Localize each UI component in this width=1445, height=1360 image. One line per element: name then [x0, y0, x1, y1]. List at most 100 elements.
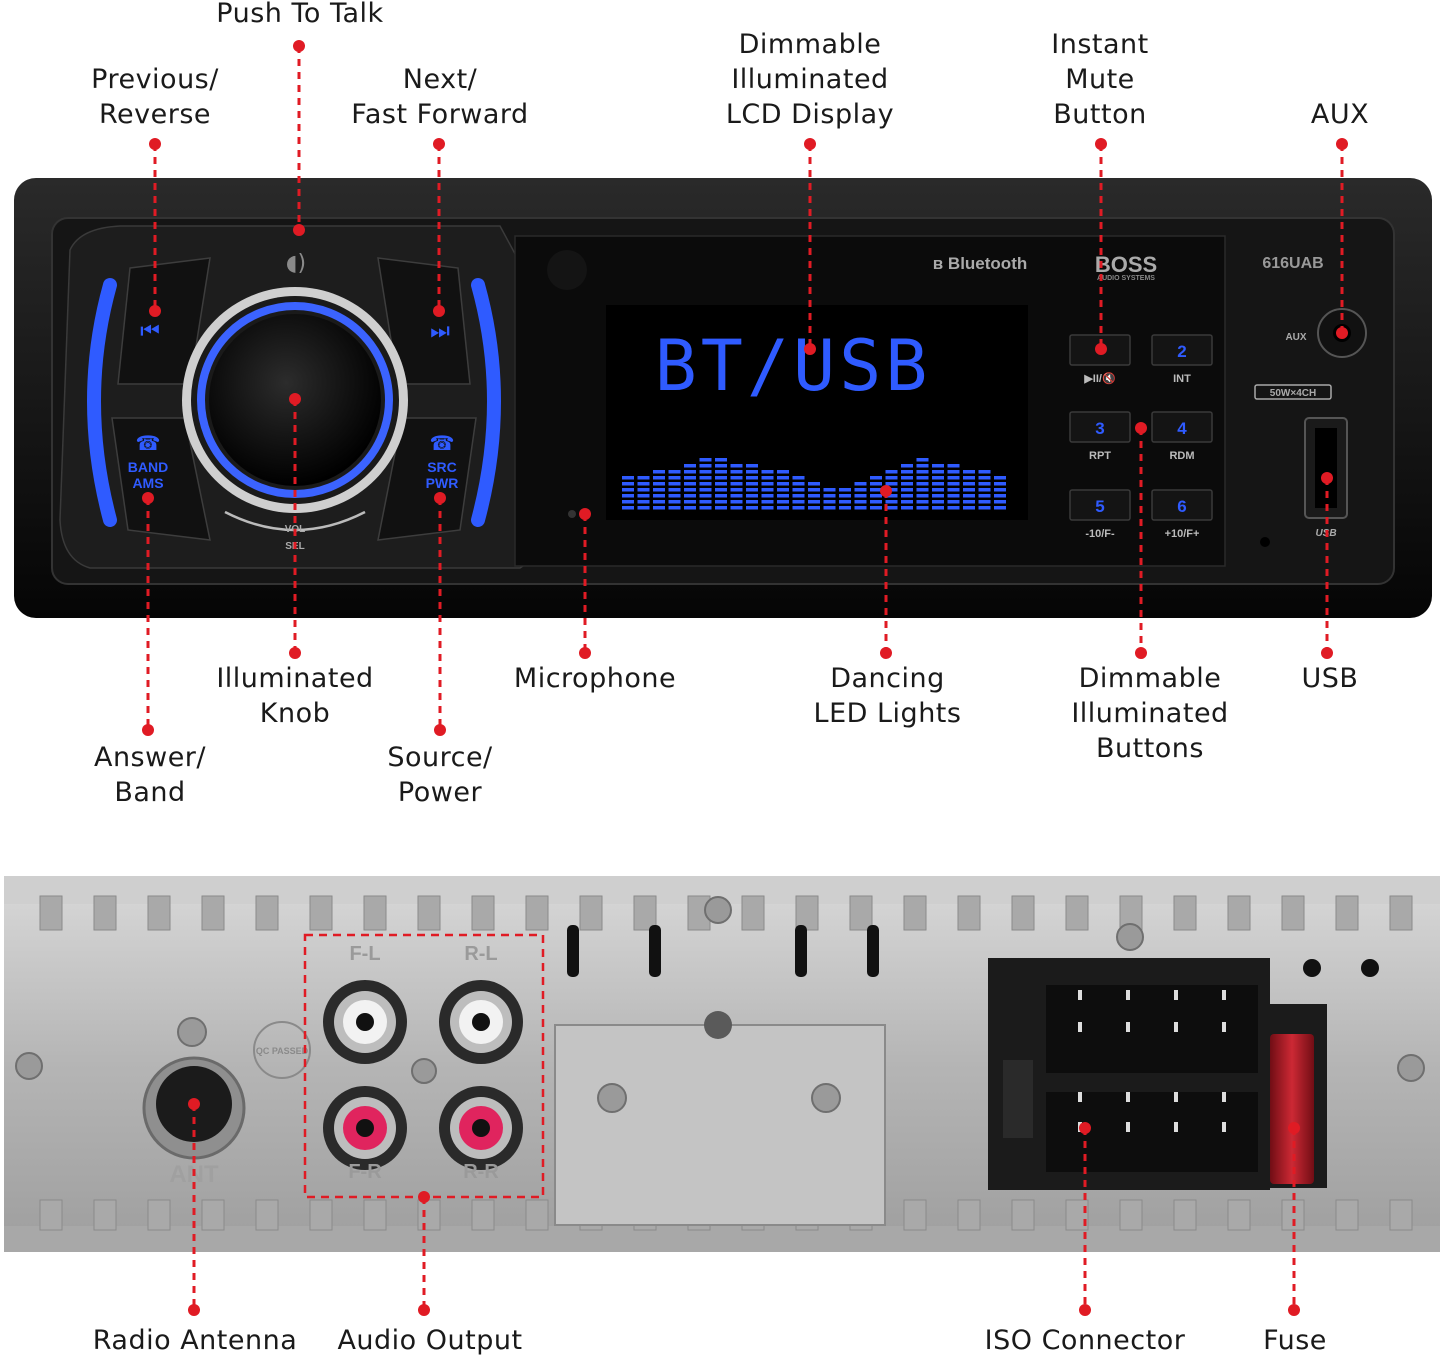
fuse-leader-dot: [1288, 1122, 1300, 1134]
eq-segment: [777, 488, 789, 492]
eq-segment: [870, 494, 882, 498]
eq-segment: [994, 506, 1006, 510]
eq-segment: [668, 506, 681, 510]
eq-segment: [947, 506, 960, 510]
eq-segment: [730, 476, 743, 480]
eq-segment: [839, 488, 851, 492]
push-to-talk-leader-dot: [293, 224, 305, 236]
eq-segment: [901, 506, 913, 510]
rca-jack-f-r[interactable]: [323, 1086, 407, 1170]
eq-segment: [637, 488, 650, 492]
power-badge: 50W×4CH: [1254, 384, 1332, 400]
eq-segment: [823, 500, 836, 504]
eq-segment: [637, 494, 650, 498]
eq-segment: [684, 470, 696, 474]
eq-segment: [932, 506, 944, 510]
usb-leader-dot: [1321, 472, 1333, 484]
eq-segment: [994, 476, 1006, 480]
eq-segment: [854, 500, 867, 504]
eq-segment: [901, 482, 913, 486]
eq-segment: [730, 482, 743, 486]
preset-number: 5: [1095, 497, 1104, 516]
eq-segment: [699, 476, 712, 480]
preset-function-label: RDM: [1169, 450, 1194, 462]
eq-segment: [885, 506, 898, 510]
eq-segment: [901, 500, 913, 504]
eq-segment: [684, 500, 696, 504]
dimmable-lcd-label: Dimmable Illuminated LCD Display: [725, 29, 895, 130]
rca-jack-r-l[interactable]: [439, 980, 523, 1064]
next-icon: ⏭: [430, 319, 450, 344]
usb-port[interactable]: [1304, 417, 1348, 519]
eq-segment: [839, 506, 851, 510]
eq-segment: [777, 494, 789, 498]
eq-segment: [622, 482, 634, 486]
next-fast-forward-leader-dot: [433, 305, 445, 317]
pwr-label: PWR: [426, 475, 459, 491]
iso-connector[interactable]: [988, 958, 1270, 1190]
eq-segment: [730, 488, 743, 492]
preset-function-label: +10/F+: [1165, 528, 1200, 540]
eq-segment: [746, 494, 758, 498]
eq-segment: [994, 488, 1006, 492]
eq-segment: [885, 500, 898, 504]
answer-band-label: Answer/ Band: [93, 742, 207, 808]
eq-segment: [932, 500, 944, 504]
dimmable-lcd-leader-dot: [804, 138, 816, 150]
eq-segment: [870, 482, 882, 486]
eq-segment: [916, 500, 929, 504]
ams-label: AMS: [132, 475, 163, 491]
screw: [811, 1083, 841, 1113]
rca-jack-r-r[interactable]: [439, 1086, 523, 1170]
eq-segment: [932, 464, 944, 468]
leader-lines: [142, 40, 1348, 1316]
rca-channel-label: F-R: [348, 1161, 382, 1183]
eq-segment: [916, 470, 929, 474]
eq-segment: [699, 500, 712, 504]
fuse-label: Fuse: [1263, 1325, 1327, 1356]
eq-segment: [792, 476, 805, 480]
src-pwr-button[interactable]: ☎ SRC PWR: [377, 417, 477, 541]
fuse[interactable]: [1270, 1034, 1314, 1184]
eq-segment: [777, 506, 789, 510]
push-to-talk-icon[interactable]: ◖): [286, 251, 306, 276]
answer-band-leader-dot: [142, 492, 154, 504]
eq-segment: [870, 476, 882, 480]
eq-segment: [808, 482, 820, 486]
eq-segment: [947, 488, 960, 492]
eq-segment: [901, 494, 913, 498]
eq-segment: [653, 500, 665, 504]
preset-button-5[interactable]: 5-10/F-: [1069, 489, 1131, 540]
next-button[interactable]: ⏭: [377, 257, 471, 385]
audio-output-leader-dot: [418, 1191, 430, 1203]
eq-segment: [792, 500, 805, 504]
eq-segment: [730, 494, 743, 498]
aux-leader-dot: [1336, 327, 1348, 339]
eq-segment: [668, 482, 681, 486]
audio-output-label: Audio Output: [337, 1325, 523, 1356]
reset-hole: [1260, 537, 1270, 547]
rca-jack-f-l[interactable]: [323, 980, 407, 1064]
mounting-bracket: [554, 1024, 886, 1226]
eq-segment: [668, 488, 681, 492]
preset-button-6[interactable]: 6+10/F+: [1151, 489, 1213, 540]
illuminated-knob-label: Illuminated Knob: [216, 663, 374, 729]
previous-reverse-leader-dot: [149, 138, 161, 150]
band-ams-button[interactable]: ☎ BAND AMS: [111, 417, 211, 541]
eq-segment: [653, 476, 665, 480]
eq-segment: [777, 476, 789, 480]
eq-segment: [916, 494, 929, 498]
eq-segment: [947, 482, 960, 486]
mounting-hole: [704, 1011, 732, 1039]
eq-segment: [854, 488, 867, 492]
rca-channel-label: R-R: [463, 1161, 499, 1183]
push-to-talk-leader-dot: [293, 40, 305, 52]
eq-segment: [932, 476, 944, 480]
preset-number: 2: [1177, 342, 1186, 361]
eq-segment: [978, 488, 991, 492]
